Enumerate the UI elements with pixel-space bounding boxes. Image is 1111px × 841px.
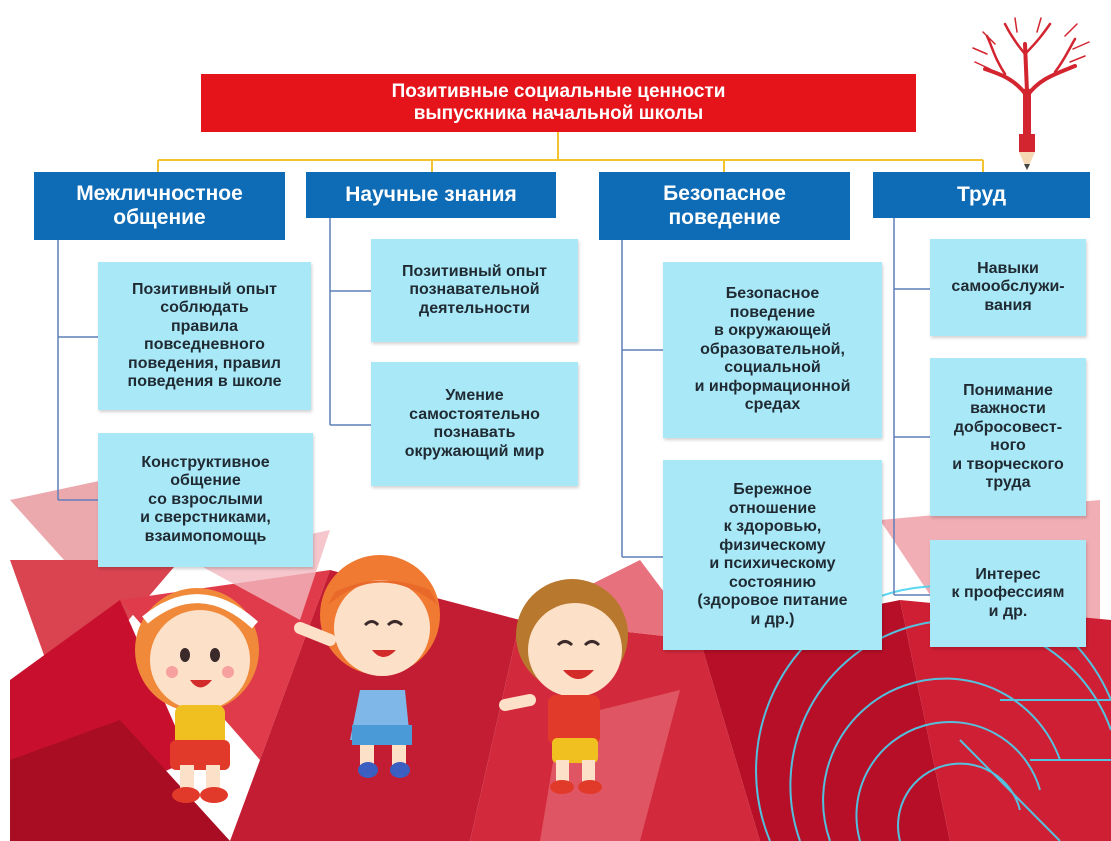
item-self-learning: Умение самостоятельно познавать окружающ… [371, 362, 578, 486]
child-girl-headband [135, 588, 259, 803]
brain-tree-pencil-logo [972, 17, 1090, 170]
title-line-2: выпускника начальной школы [413, 103, 704, 124]
item-line: Безопасное [725, 285, 820, 303]
item-line: и сверстниками, [140, 509, 271, 527]
item-line: познавать [433, 424, 516, 441]
item-line: самообслужи- [951, 278, 1065, 296]
item-line: (здоровое питание [697, 592, 848, 609]
item-line: и психическому [709, 555, 836, 572]
header-labor: Труд [873, 172, 1090, 218]
item-line: самостоятельно [409, 405, 540, 423]
item-line: и творческого [952, 455, 1064, 473]
header-line: общение [113, 206, 206, 229]
item-interest-professions: Интерес к профессиям и др. [930, 540, 1086, 647]
item-line: взаимопомощь [144, 527, 267, 545]
item-line: со взрослыми [148, 490, 263, 508]
item-line: соблюдать [160, 299, 249, 316]
diagram-title: Позитивные социальные ценности выпускник… [201, 74, 916, 132]
item-line: физическому [719, 536, 826, 554]
item-line: Позитивный опыт [132, 280, 277, 298]
item-line: ного [990, 437, 1026, 454]
child-girl-jumping [294, 555, 440, 778]
item-line: добросовест- [953, 418, 1063, 436]
item-line: Позитивный опыт [402, 262, 547, 280]
child-boy-waving [499, 579, 628, 794]
item-line: поведения, правил [128, 354, 281, 372]
item-line: в окружающей [713, 322, 832, 340]
item-line: средах [744, 396, 801, 414]
header-line: поведение [668, 206, 781, 229]
item-line: и информационной [694, 377, 851, 395]
item-line: деятельности [419, 299, 530, 317]
item-safe-environment: Безопасное поведение в окружающей образо… [663, 262, 882, 438]
item-line: Бережное [733, 481, 812, 498]
item-line: Понимание [963, 381, 1053, 399]
item-line: к профессиям [951, 584, 1065, 602]
header-safe-behavior: Безопасное поведение [599, 172, 850, 240]
item-line: поведение [729, 303, 816, 321]
header-interpersonal: Межличностное общение [34, 172, 285, 240]
item-line: Навыки [977, 259, 1039, 277]
item-line: повседневного [144, 336, 265, 353]
item-positive-rules: Позитивный опыт соблюдать правила повсед… [98, 262, 311, 410]
item-line: труда [985, 474, 1031, 491]
item-line: важности [970, 400, 1046, 417]
item-line: вания [984, 296, 1032, 314]
header-line: Межличностное [76, 182, 243, 205]
header-line: Труд [956, 183, 1007, 206]
item-line: Умение [445, 387, 504, 404]
header-line: Научные знания [345, 183, 517, 206]
item-line: образовательной, [700, 340, 845, 358]
item-line: и др. [988, 602, 1028, 620]
item-line: социальной [724, 359, 821, 377]
item-line: и др.) [750, 610, 795, 628]
item-conscientious-work: Понимание важности добросовест- ного и т… [930, 358, 1086, 516]
header-science: Научные знания [306, 172, 556, 218]
item-line: отношение [728, 499, 817, 517]
item-health-care: Бережное отношение к здоровью, физическо… [663, 460, 882, 650]
title-line-1: Позитивные социальные ценности [391, 81, 726, 102]
item-line: Конструктивное [141, 453, 270, 471]
item-line: правила [170, 317, 239, 335]
item-line: познавательной [409, 281, 540, 299]
item-constructive-communication: Конструктивное общение со взрослыми и св… [98, 433, 313, 567]
item-line: общение [170, 472, 241, 490]
item-cognitive-experience: Позитивный опыт познавательной деятельно… [371, 239, 578, 342]
item-line: Интерес [975, 565, 1041, 583]
item-line: состоянию [728, 573, 817, 591]
item-self-service: Навыки самообслужи- вания [930, 239, 1086, 336]
item-line: окружающий мир [404, 442, 545, 460]
item-line: поведения в школе [127, 373, 282, 390]
header-line: Безопасное [663, 182, 786, 205]
item-line: к здоровью, [723, 518, 822, 535]
